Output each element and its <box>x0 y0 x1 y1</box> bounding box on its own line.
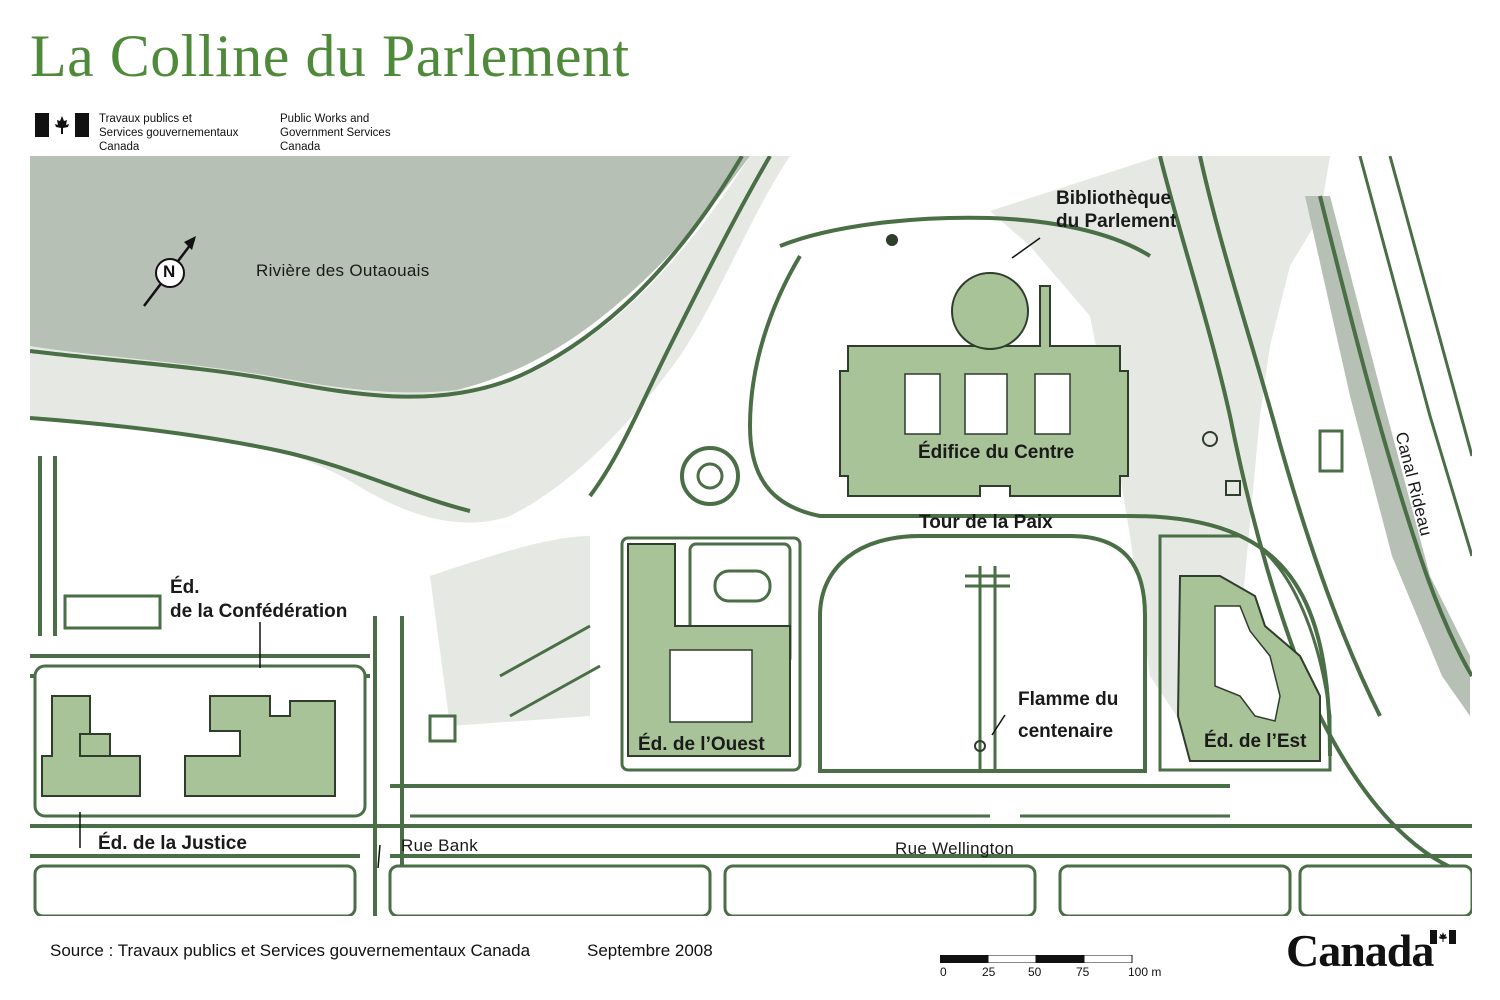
department-name-fr: Travaux publics et Services gouvernement… <box>99 113 239 153</box>
label-confederation-building: Éd. de la Confédération <box>170 577 348 622</box>
label-west-block: Éd. de l’Ouest <box>638 734 765 755</box>
scale-bar <box>940 955 1133 963</box>
scale-label-0: 0 <box>940 965 947 979</box>
scale-label-25: 25 <box>982 965 996 979</box>
parliament-hill-map: .w { fill:#b7c0b4; } .g { fill:#e6e8e4; … <box>30 156 1472 916</box>
canada-wordmark-flag-icon <box>1430 930 1456 944</box>
canada-flag-icon <box>35 113 89 137</box>
north-arrow-icon <box>143 236 196 307</box>
centre-block-building <box>839 272 1129 497</box>
east-block-building <box>1176 575 1321 762</box>
map-date: Septembre 2008 <box>587 941 713 960</box>
confederation-building <box>184 695 336 797</box>
west-block-building <box>627 543 791 757</box>
label-east-block: Éd. de l’Est <box>1204 731 1307 752</box>
canal-lock-area <box>990 156 1330 736</box>
map-title: La Colline du Parlement <box>30 23 630 89</box>
label-rue-bank: Rue Bank <box>401 836 479 855</box>
label-peace-tower: Tour de la Paix <box>919 512 1053 533</box>
source-credit: Source : Travaux publics et Services gou… <box>50 941 531 960</box>
label-ottawa-river: Rivière des Outaouais <box>256 261 430 280</box>
canada-wordmark: Canada <box>1286 925 1434 976</box>
label-justice-building: Éd. de la Justice <box>98 833 247 854</box>
scale-label-50: 50 <box>1028 965 1042 979</box>
ottawa-river <box>30 156 750 399</box>
riverbank <box>30 156 790 523</box>
label-library-of-parliament: Bibliothèque du Parlement <box>1056 188 1177 232</box>
scale-label-75: 75 <box>1076 965 1090 979</box>
justice-building <box>41 695 141 797</box>
label-rue-wellington: Rue Wellington <box>895 839 1015 858</box>
north-label: N <box>163 262 176 281</box>
department-name-en: Public Works and Government Services Can… <box>280 113 391 153</box>
scale-label-100m: 100 m <box>1128 965 1162 979</box>
label-centennial-flame: Flamme du centenaire <box>1018 689 1119 742</box>
label-centre-block: Édifice du Centre <box>918 442 1075 463</box>
central-lawn <box>818 534 1147 773</box>
